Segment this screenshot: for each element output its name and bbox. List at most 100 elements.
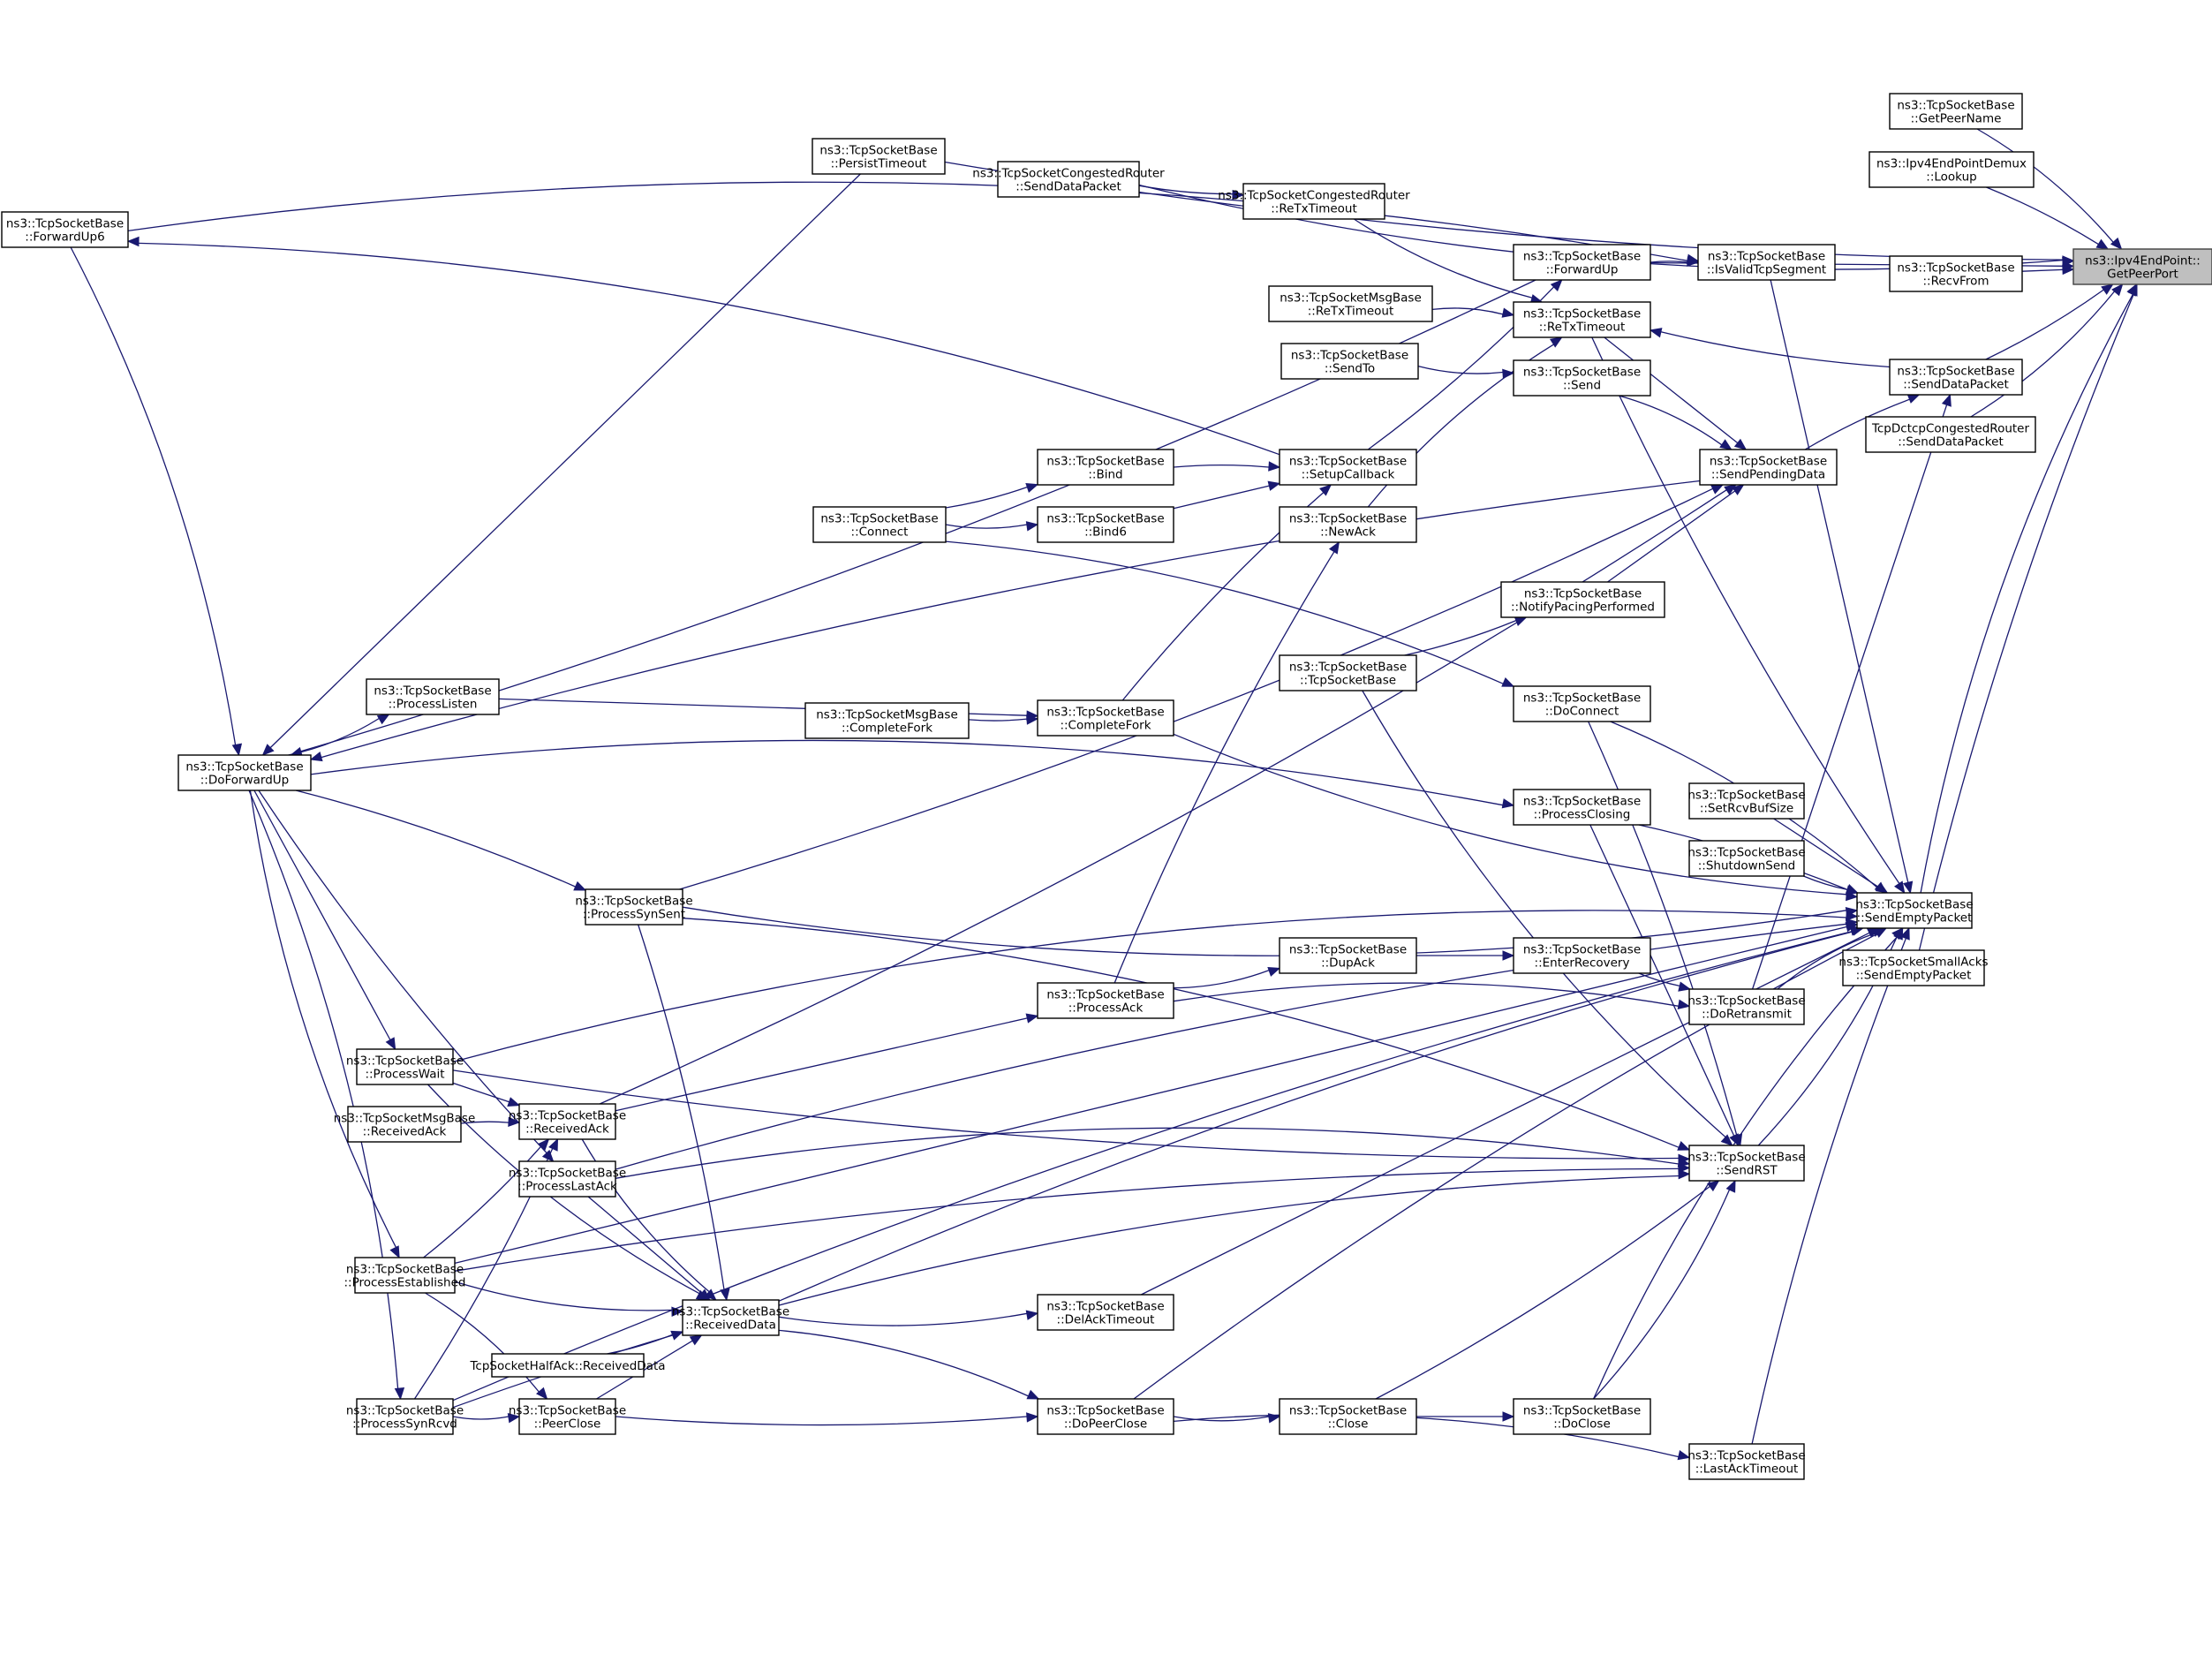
node-dctcp-send-data-packet[interactable]: TcpDctcpCongestedRouter::SendDataPacket <box>1865 416 2036 453</box>
node-set-rcv-buf-size[interactable]: ns3::TcpSocketBase::SetRcvBufSize <box>1687 782 1806 820</box>
node-process-wait[interactable]: ns3::TcpSocketBase::ProcessWait <box>346 1048 464 1085</box>
node-close[interactable]: ns3::TcpSocketBase::Close <box>1279 1398 1417 1435</box>
node-box[interactable] <box>1037 506 1174 543</box>
node-do-retransmit[interactable]: ns3::TcpSocketBase::DoRetransmit <box>1687 988 1806 1025</box>
node-tcr-re-tx-timeout[interactable]: ns3::TcpSocketCongestedRouter::ReTxTimeo… <box>1218 183 1410 220</box>
node-box[interactable] <box>1037 699 1174 737</box>
node-do-forward-up[interactable]: ns3::TcpSocketBase::DoForwardUp <box>177 754 312 791</box>
node-notify-pacing-performed[interactable]: ns3::TcpSocketBase::NotifyPacingPerforme… <box>1500 581 1665 618</box>
node-process-syn-rcvd[interactable]: ns3::TcpSocketBase::ProcessSynRcvd <box>346 1398 464 1435</box>
node-lookup[interactable]: ns3::Ipv4EndPointDemux::Lookup <box>1868 151 2035 188</box>
node-send[interactable]: ns3::TcpSocketBase::Send <box>1513 359 1651 397</box>
node-process-established[interactable]: ns3::TcpSocketBase::ProcessEstablished <box>344 1257 466 1294</box>
node-box[interactable] <box>1842 949 1985 986</box>
node-box[interactable] <box>1688 988 1805 1025</box>
node-box[interactable] <box>2072 248 2212 285</box>
node-is-valid-tcp-segment[interactable]: ns3::TcpSocketBase::IsValidTcpSegment <box>1697 244 1836 281</box>
node-send-data-packet[interactable]: ns3::TcpSocketBase::SendDataPacket <box>1889 359 2023 396</box>
node-box[interactable] <box>1513 685 1651 722</box>
node-send-to[interactable]: ns3::TcpSocketBase::SendTo <box>1280 343 1419 380</box>
node-send-empty-packet[interactable]: ns3::TcpSocketBase::SendEmptyPacket <box>1855 892 1974 929</box>
node-received-data[interactable]: ns3::TcpSocketBase::ReceivedData <box>672 1299 789 1336</box>
node-box[interactable] <box>1688 782 1805 820</box>
node-box[interactable] <box>1868 151 2035 188</box>
node-recv-from[interactable]: ns3::TcpSocketBase::RecvFrom <box>1889 255 2023 292</box>
node-box[interactable] <box>997 161 1140 198</box>
node-bind6[interactable]: ns3::TcpSocketBase::Bind6 <box>1037 506 1174 543</box>
node-box[interactable] <box>1037 449 1174 486</box>
node-box[interactable] <box>1037 982 1174 1019</box>
node-box[interactable] <box>1889 359 2023 396</box>
node-box[interactable] <box>812 506 947 543</box>
node-box[interactable] <box>1513 301 1651 338</box>
node-bind[interactable]: ns3::TcpSocketBase::Bind <box>1037 449 1174 486</box>
node-process-closing[interactable]: ns3::TcpSocketBase::ProcessClosing <box>1513 789 1651 826</box>
node-box[interactable] <box>1513 937 1651 974</box>
focal-node-get-peer-port[interactable]: ns3::Ipv4EndPoint::GetPeerPort <box>2072 248 2212 285</box>
node-box[interactable] <box>1699 449 1838 486</box>
node-dup-ack[interactable]: ns3::TcpSocketBase::DupAck <box>1279 937 1417 974</box>
node-box[interactable] <box>491 1353 645 1378</box>
node-box[interactable] <box>682 1299 780 1336</box>
node-process-last-ack[interactable]: ns3::TcpSocketBase::ProcessLastAck <box>509 1160 626 1198</box>
node-box[interactable] <box>812 138 946 175</box>
node-box[interactable] <box>518 1103 616 1140</box>
node-peer-close[interactable]: ns3::TcpSocketBase::PeerClose <box>509 1398 626 1435</box>
node-box[interactable] <box>356 1398 454 1435</box>
node-half-ack-received-data[interactable]: TcpSocketHalfAck::ReceivedData <box>469 1353 666 1378</box>
node-box[interactable] <box>1513 1398 1651 1435</box>
node-box[interactable] <box>804 702 970 739</box>
node-box[interactable] <box>1279 449 1417 486</box>
node-msg-complete-fork[interactable]: ns3::TcpSocketMsgBase::CompleteFork <box>804 702 970 739</box>
node-box[interactable] <box>356 1048 454 1085</box>
node-msg-re-tx-timeout[interactable]: ns3::TcpSocketMsgBase::ReTxTimeout <box>1268 285 1433 322</box>
node-box[interactable] <box>1242 183 1385 220</box>
node-box[interactable] <box>1268 285 1433 322</box>
node-small-acks-send-empty-packet[interactable]: ns3::TcpSocketSmallAcks::SendEmptyPacket <box>1838 949 1989 986</box>
node-re-tx-timeout[interactable]: ns3::TcpSocketBase::ReTxTimeout <box>1513 301 1651 338</box>
node-box[interactable] <box>177 754 312 791</box>
node-msg-received-ack[interactable]: ns3::TcpSocketMsgBase::ReceivedAck <box>334 1106 476 1143</box>
node-last-ack-timeout[interactable]: ns3::TcpSocketBase::LastAckTimeout <box>1687 1443 1806 1480</box>
node-do-peer-close[interactable]: ns3::TcpSocketBase::DoPeerClose <box>1037 1398 1174 1435</box>
node-box[interactable] <box>1889 93 2023 130</box>
node-box[interactable] <box>366 678 500 715</box>
node-box[interactable] <box>1513 244 1651 281</box>
node-box[interactable] <box>1280 343 1419 380</box>
node-process-syn-sent[interactable]: ns3::TcpSocketBase::ProcessSynSent <box>575 888 693 926</box>
node-shutdown-send[interactable]: ns3::TcpSocketBase::ShutdownSend <box>1687 840 1806 877</box>
node-do-connect[interactable]: ns3::TcpSocketBase::DoConnect <box>1513 685 1651 722</box>
node-complete-fork[interactable]: ns3::TcpSocketBase::CompleteFork <box>1037 699 1174 737</box>
node-box[interactable] <box>1688 1145 1805 1182</box>
node-box[interactable] <box>1856 892 1973 929</box>
node-box[interactable] <box>518 1398 616 1435</box>
node-do-close[interactable]: ns3::TcpSocketBase::DoClose <box>1513 1398 1651 1435</box>
node-tcp-socket-base-ctor[interactable]: ns3::TcpSocketBase::TcpSocketBase <box>1279 654 1417 691</box>
node-box[interactable] <box>1688 1443 1805 1480</box>
node-box[interactable] <box>585 888 683 926</box>
node-box[interactable] <box>1279 1398 1417 1435</box>
node-enter-recovery[interactable]: ns3::TcpSocketBase::EnterRecovery <box>1513 937 1651 974</box>
node-box[interactable] <box>1688 840 1805 877</box>
node-tcr-send-data-packet[interactable]: ns3::TcpSocketCongestedRouter::SendDataP… <box>972 161 1165 198</box>
node-connect[interactable]: ns3::TcpSocketBase::Connect <box>812 506 947 543</box>
node-process-listen[interactable]: ns3::TcpSocketBase::ProcessListen <box>366 678 500 715</box>
node-new-ack[interactable]: ns3::TcpSocketBase::NewAck <box>1279 506 1417 543</box>
node-forward-up6[interactable]: ns3::TcpSocketBase::ForwardUp6 <box>1 211 129 248</box>
node-box[interactable] <box>347 1106 462 1143</box>
node-send-rst[interactable]: ns3::TcpSocketBase::SendRST <box>1687 1145 1806 1182</box>
node-box[interactable] <box>1513 789 1651 826</box>
node-setup-callback[interactable]: ns3::TcpSocketBase::SetupCallback <box>1279 449 1417 486</box>
node-box[interactable] <box>1 211 129 248</box>
node-box[interactable] <box>1279 654 1417 691</box>
node-del-ack-timeout[interactable]: ns3::TcpSocketBase::DelAckTimeout <box>1037 1294 1174 1331</box>
node-get-peer-name[interactable]: ns3::TcpSocketBase::GetPeerName <box>1889 93 2023 130</box>
node-send-pending-data[interactable]: ns3::TcpSocketBase::SendPendingData <box>1699 449 1838 486</box>
node-box[interactable] <box>1037 1398 1174 1435</box>
node-forward-up[interactable]: ns3::TcpSocketBase::ForwardUp <box>1513 244 1651 281</box>
node-box[interactable] <box>1865 416 2036 453</box>
node-persist-timeout[interactable]: ns3::TcpSocketBase::PersistTimeout <box>812 138 946 175</box>
node-box[interactable] <box>1513 359 1651 397</box>
node-box[interactable] <box>354 1257 456 1294</box>
node-box[interactable] <box>518 1160 616 1198</box>
